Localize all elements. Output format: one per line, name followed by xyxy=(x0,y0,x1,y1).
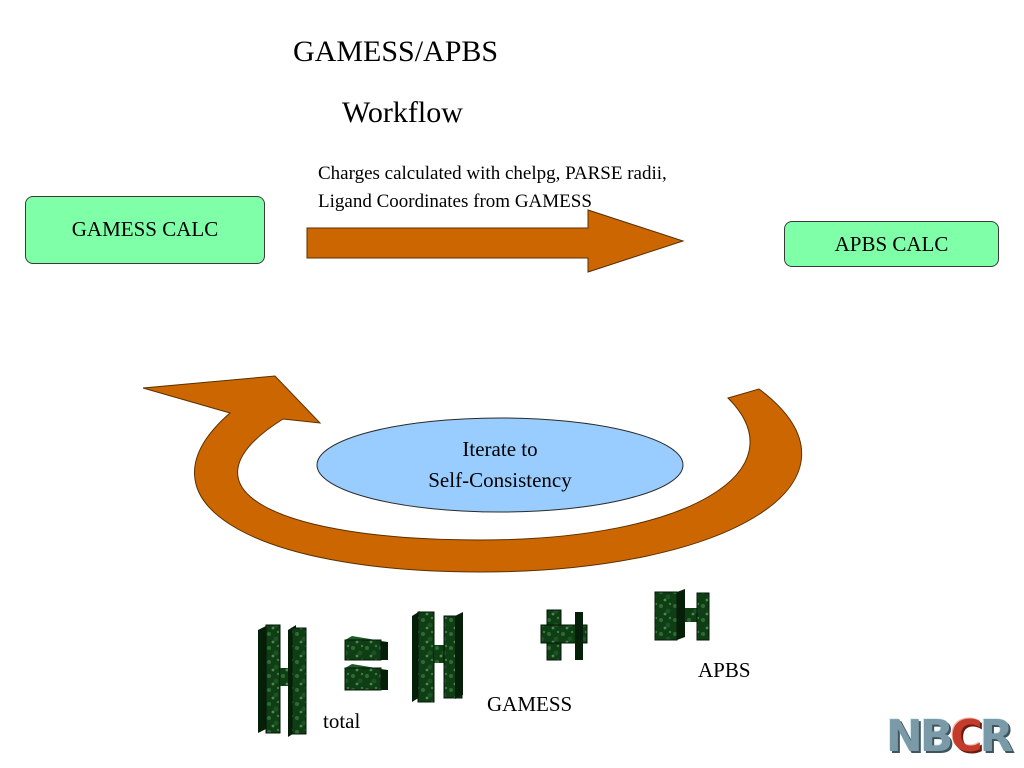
logo-text-c: C xyxy=(950,711,982,762)
caption-apbs: APBS xyxy=(698,658,751,682)
iterate-label-line-1: Iterate to xyxy=(462,437,538,461)
iterate-label: Iterate to Self-Consistency xyxy=(318,434,682,496)
arrow-annotation-line-2: Ligand Coordinates from GAMESS xyxy=(318,191,592,212)
gamess-calc-node: GAMESS CALC xyxy=(25,196,265,264)
arrow-annotation-line-1: Charges calculated with chelpg, PARSE ra… xyxy=(318,163,667,184)
forward-arrow xyxy=(306,209,685,273)
nbcr-logo: NBCR xyxy=(886,711,1014,763)
molecule-gamess xyxy=(540,609,588,661)
iterate-ellipse xyxy=(316,417,684,513)
caption-gamess: GAMESS xyxy=(487,692,573,716)
arrow-annotation: Charges calculated with chelpg, PARSE ra… xyxy=(318,160,667,216)
logo-text-r: R xyxy=(979,711,1014,762)
apbs-calc-label: APBS CALC xyxy=(834,231,949,256)
gamess-calc-label: GAMESS CALC xyxy=(71,216,219,241)
caption-total: total xyxy=(323,709,361,733)
logo-text-nb: NB xyxy=(886,711,953,762)
title-line-1: GAMESS/APBS xyxy=(293,35,499,68)
title-line-2: Workflow xyxy=(342,96,463,129)
iterate-label-line-2: Self-Consistency xyxy=(428,468,572,492)
molecule-fragment-small xyxy=(344,636,388,691)
molecule-fragment-tall xyxy=(412,611,463,703)
molecule-total xyxy=(258,624,307,737)
apbs-calc-node: APBS CALC xyxy=(784,221,999,267)
molecule-apbs xyxy=(654,589,710,641)
iteration-loop-arrow xyxy=(142,375,803,573)
